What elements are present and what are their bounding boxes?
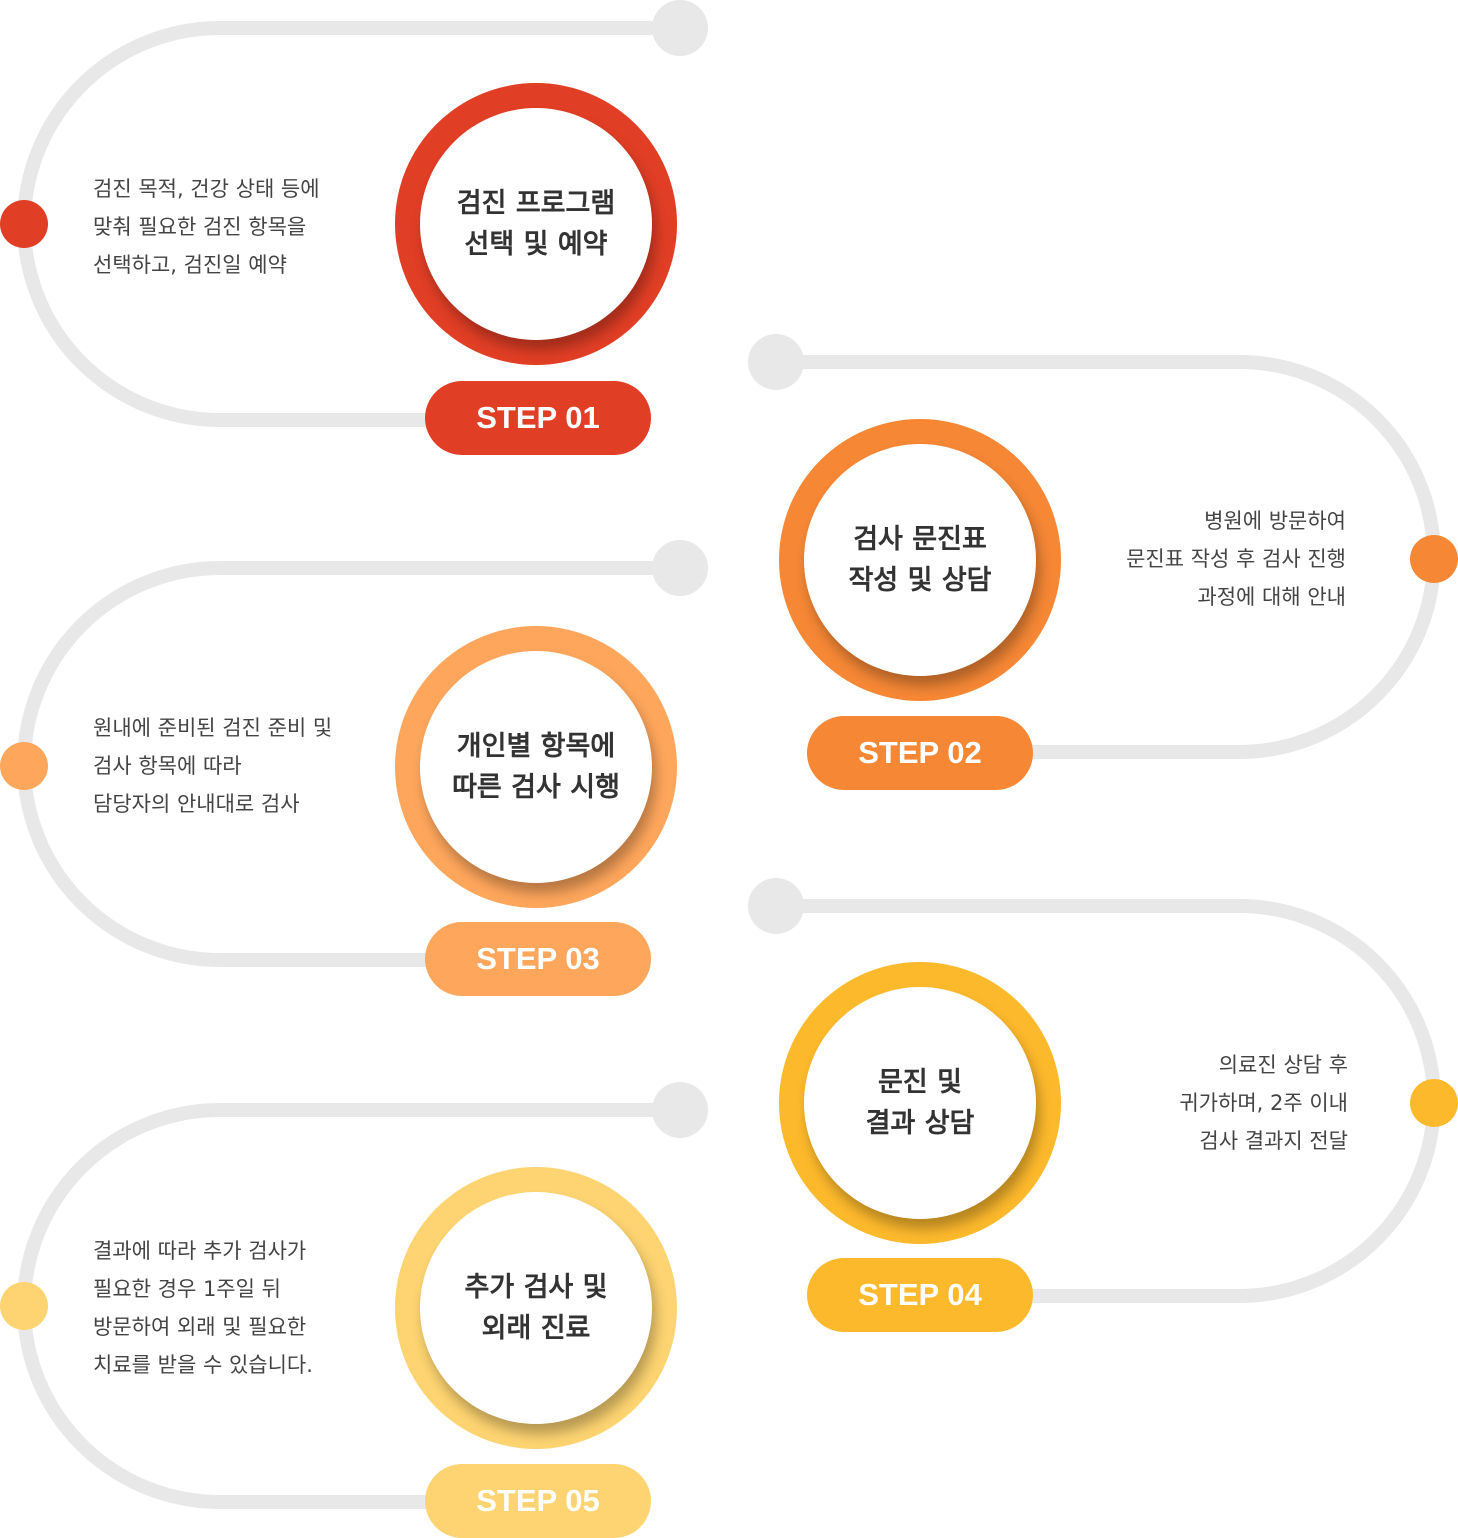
step-02-title-line-1: 검사 문진표 [853, 524, 987, 555]
step-02-description: 병원에 방문하여 문진표 작성 후 검사 진행 과정에 대해 안내 [1126, 502, 1346, 616]
step-03-badge: STEP 03 [425, 922, 651, 996]
step-05-circle-inner: 추가 검사 및 외래 진료 [420, 1192, 652, 1424]
step-04-title-line-2: 결과 상담 [865, 1108, 975, 1139]
track-end-dot [652, 0, 708, 56]
step-01-circle-inner: 검진 프로그램 선택 및 예약 [420, 108, 652, 340]
track-end-dot [652, 540, 708, 596]
step-05-desc-line-4: 치료를 받을 수 있습니다. [93, 1353, 313, 1377]
track-end-dot [748, 334, 804, 390]
step-04-circle-inner: 문진 및 결과 상담 [804, 987, 1036, 1219]
step-01-marker-dot [0, 200, 48, 248]
step-04-desc-line-2: 귀가하며, 2주 이내 [1179, 1091, 1348, 1115]
step-05-description: 결과에 따라 추가 검사가 필요한 경우 1주일 뒤 방문하여 외래 및 필요한… [93, 1232, 313, 1384]
step-02-badge: STEP 02 [807, 716, 1033, 790]
step-03-description: 원내에 준비된 검진 준비 및 검사 항목에 따라 담당자의 안내대로 검사 [93, 709, 332, 823]
step-04-description: 의료진 상담 후 귀가하며, 2주 이내 검사 결과지 전달 [1179, 1046, 1348, 1160]
step-04-badge: STEP 04 [807, 1258, 1033, 1332]
step-02-circle-inner: 검사 문진표 작성 및 상담 [804, 444, 1036, 676]
step-02-desc-line-2: 문진표 작성 후 검사 진행 [1126, 547, 1346, 571]
step-02-title-line-2: 작성 및 상담 [848, 565, 992, 596]
step-03-marker-dot [0, 742, 48, 790]
step-01-title-line-1: 검진 프로그램 [456, 188, 616, 219]
step-04-desc-line-3: 검사 결과지 전달 [1199, 1129, 1348, 1153]
step-04-marker-dot [1410, 1079, 1458, 1127]
step-03-desc-line-1: 원내에 준비된 검진 준비 및 [93, 716, 333, 740]
step-01-circle: 검진 프로그램 선택 및 예약 [395, 83, 677, 365]
step-01-desc-line-3: 선택하고, 검진일 예약 [93, 253, 287, 277]
step-04-circle: 문진 및 결과 상담 [779, 962, 1061, 1244]
step-04-title-line-1: 문진 및 [878, 1067, 962, 1098]
step-04-desc-line-1: 의료진 상담 후 [1218, 1053, 1348, 1077]
step-03-title-line-1: 개인별 항목에 [456, 731, 616, 762]
step-03-desc-line-2: 검사 항목에 따라 [93, 754, 242, 778]
step-03-title-line-2: 따른 검사 시행 [452, 772, 620, 803]
step-02-desc-line-1: 병원에 방문하여 [1204, 509, 1346, 533]
step-02-desc-line-3: 과정에 대해 안내 [1197, 585, 1346, 609]
step-01-title-line-2: 선택 및 예약 [464, 229, 608, 260]
step-02-circle: 검사 문진표 작성 및 상담 [779, 419, 1061, 701]
step-05-title-line-2: 외래 진료 [481, 1313, 591, 1344]
track-end-dot [748, 878, 804, 934]
step-02-marker-dot [1410, 535, 1458, 583]
step-05-circle: 추가 검사 및 외래 진료 [395, 1167, 677, 1449]
step-01-desc-line-2: 맞춰 필요한 검진 항목을 [93, 215, 307, 239]
step-05-marker-dot [0, 1282, 48, 1330]
step-01-desc-line-1: 검진 목적, 건강 상태 등에 [93, 177, 320, 201]
track-end-dot [652, 1082, 708, 1138]
step-01-description: 검진 목적, 건강 상태 등에 맞춰 필요한 검진 항목을 선택하고, 검진일 … [93, 170, 320, 284]
step-03-circle-inner: 개인별 항목에 따른 검사 시행 [420, 651, 652, 883]
step-05-title-line-1: 추가 검사 및 [464, 1272, 608, 1303]
step-01-badge: STEP 01 [425, 381, 651, 455]
step-05-desc-line-3: 방문하여 외래 및 필요한 [93, 1315, 307, 1339]
step-03-desc-line-3: 담당자의 안내대로 검사 [93, 792, 300, 816]
step-05-badge: STEP 05 [425, 1464, 651, 1538]
step-05-desc-line-1: 결과에 따라 추가 검사가 [93, 1239, 307, 1263]
step-05-desc-line-2: 필요한 경우 1주일 뒤 [93, 1277, 281, 1301]
step-03-circle: 개인별 항목에 따른 검사 시행 [395, 626, 677, 908]
